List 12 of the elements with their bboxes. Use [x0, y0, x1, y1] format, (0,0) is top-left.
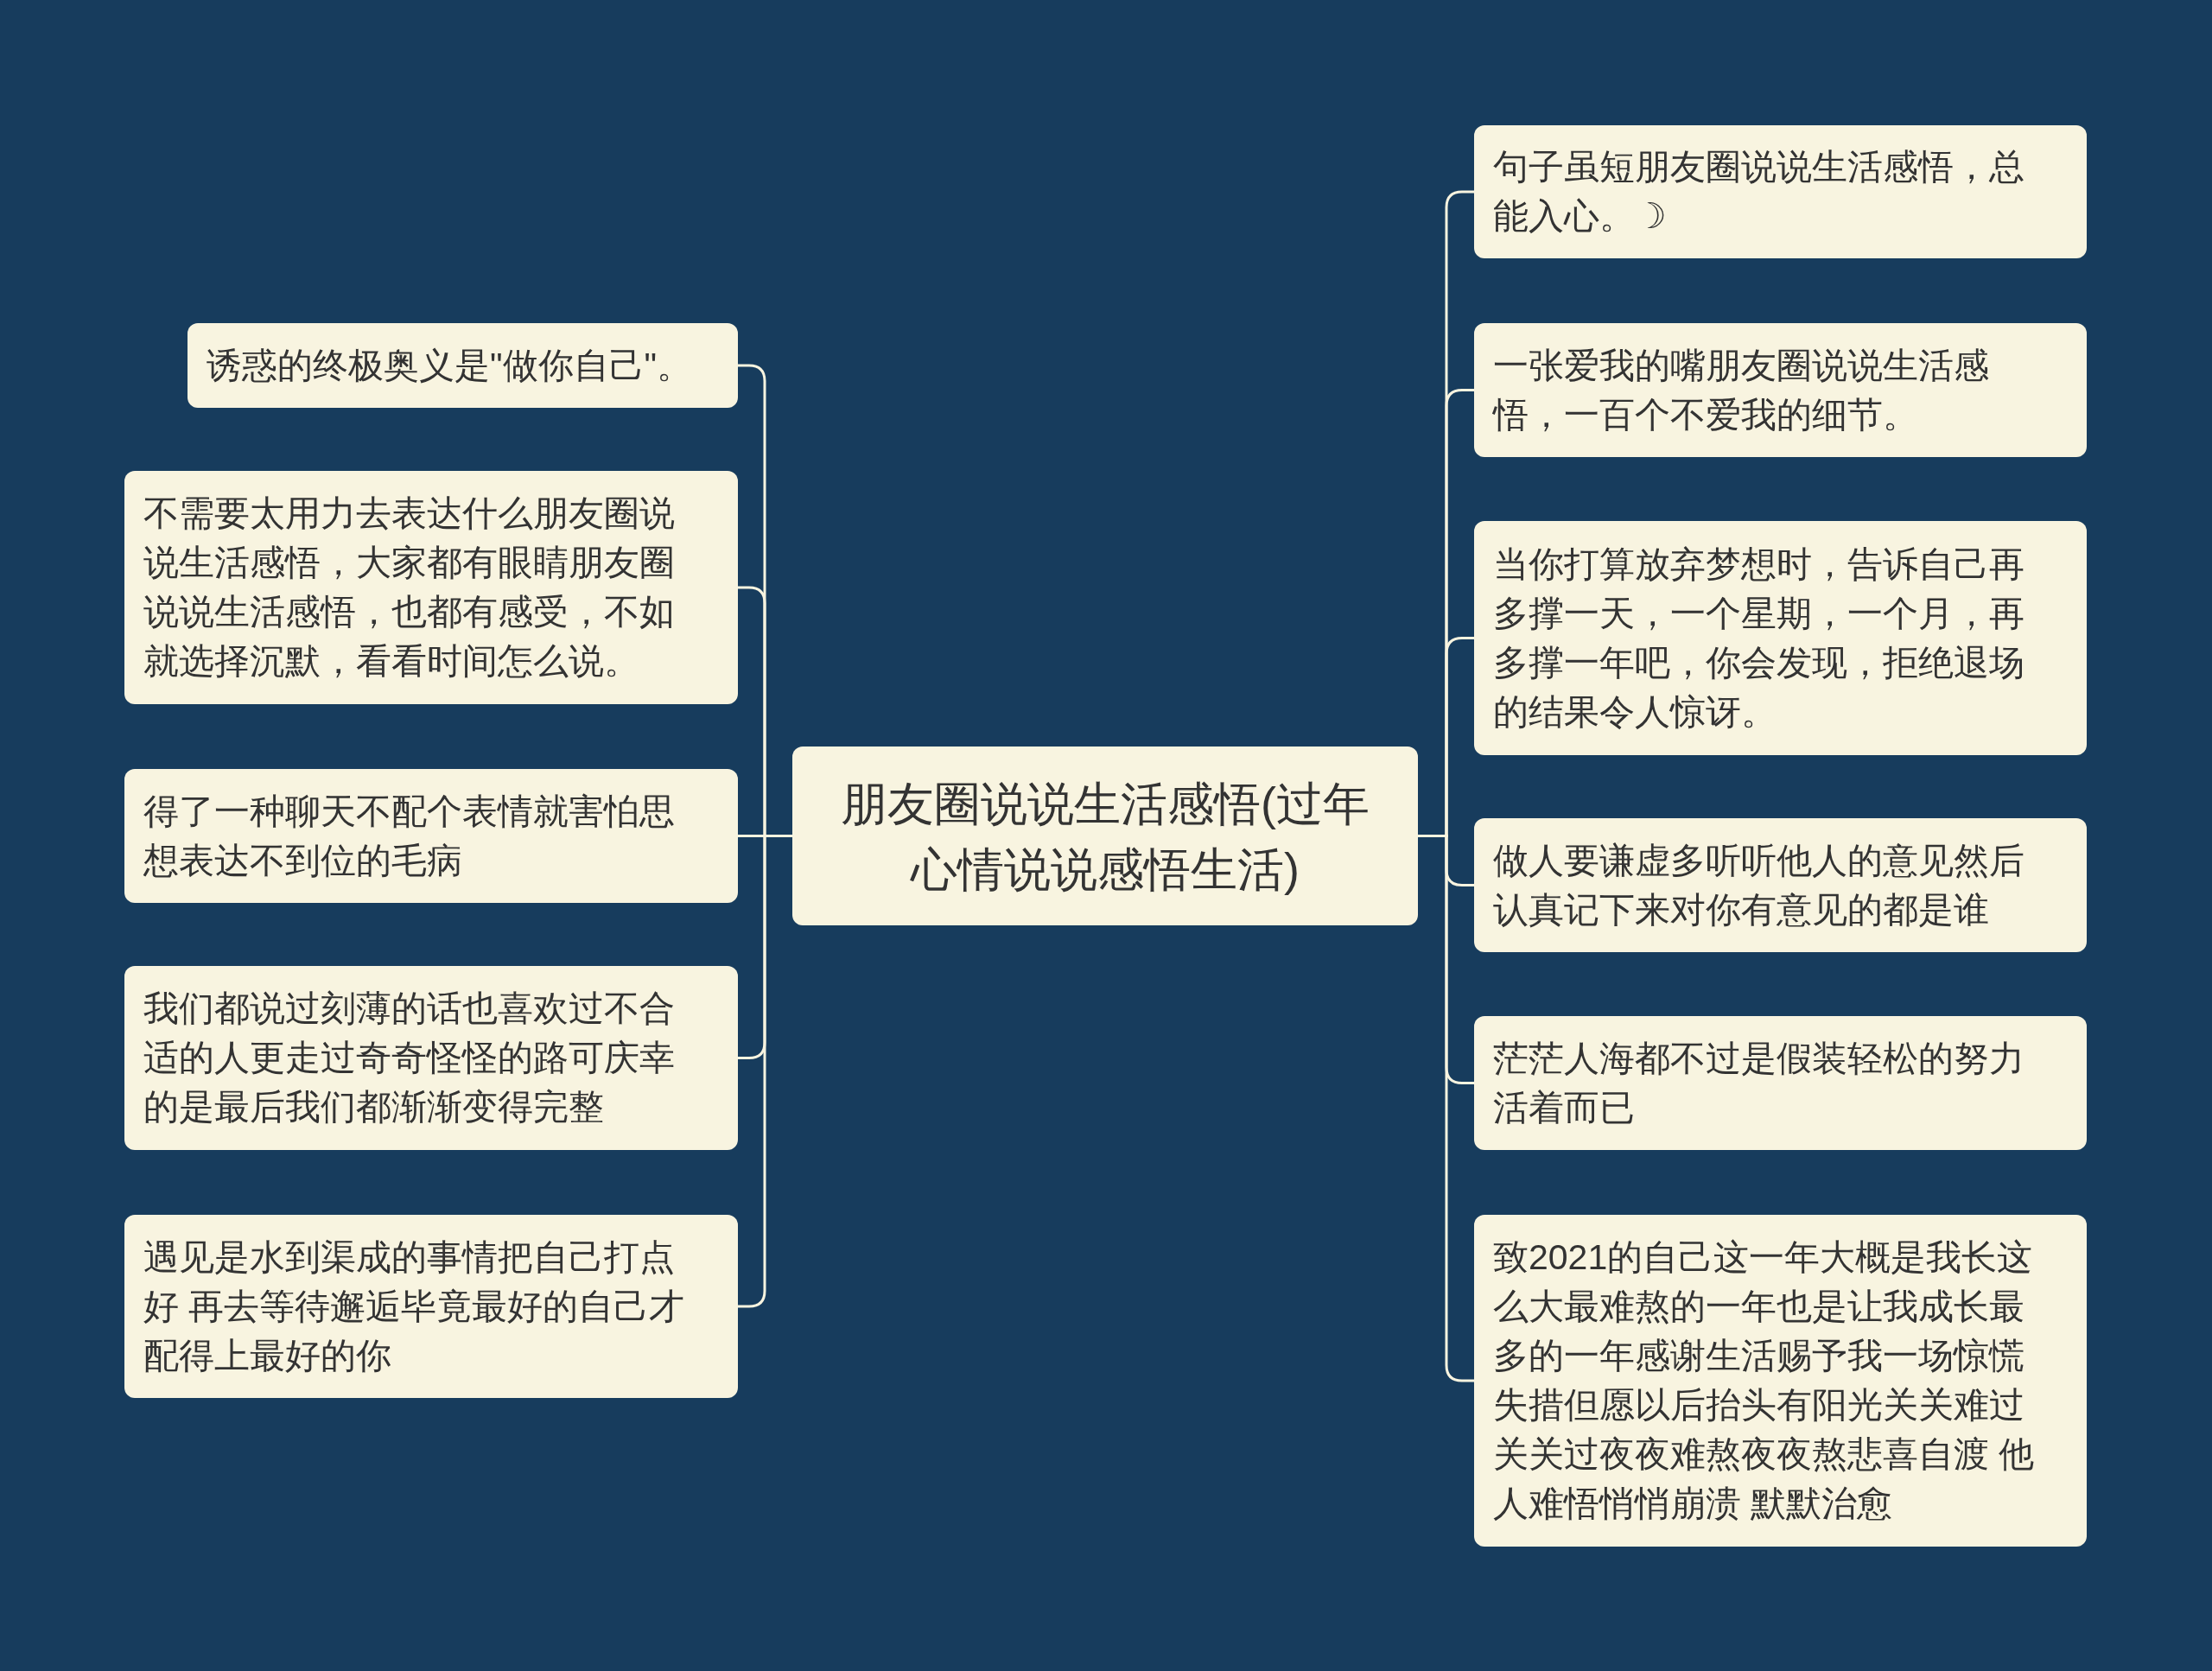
idea-box: 得了一种聊天不配个表情就害怕思想表达不到位的毛病 [124, 769, 738, 903]
idea-box: 做人要谦虚多听听他人的意见然后认真记下来对你有意见的都是谁 [1474, 818, 2087, 952]
topic-box: 朋友圈说说生活感悟(过年心情说说感悟生活) [792, 747, 1418, 925]
idea-box: 我们都说过刻薄的话也喜欢过不合适的人更走过奇奇怪怪的路可庆幸的是最后我们都渐渐变得完整 [124, 966, 738, 1150]
idea-box: 当你打算放弃梦想时，告诉自己再多撑一天，一个星期，一个月，再多撑一年吧，你会发现，拒绝退场的结果令人惊讶。 [1474, 521, 2087, 755]
idea-box: 一张爱我的嘴朋友圈说说生活感悟，一百个不爱我的细节。 [1474, 323, 2087, 457]
idea-box: 诱惑的终极奥义是"做你自己"。 [188, 323, 738, 408]
idea-box: 句子虽短朋友圈说说生活感悟，总能入心。☽ [1474, 125, 2087, 258]
idea-box: 遇见是水到渠成的事情把自己打点好 再去等待邂逅毕竟最好的自己才配得上最好的你 [124, 1215, 738, 1398]
idea-box: 致2021的自己这一年大概是我长这么大最难熬的一年也是让我成长最多的一年感谢生活赐予我一场惊慌失措但愿以后抬头有阳光关关难过关关过夜夜难熬夜夜熬悲喜自渡 他人难悟悄悄崩溃 默默治愈 [1474, 1215, 2087, 1547]
idea-box: 不需要太用力去表达什么朋友圈说说生活感悟，大家都有眼睛朋友圈说说生活感悟，也都有感受，不如就选择沉默，看看时间怎么说。 [124, 471, 738, 704]
idea-box: 茫茫人海都不过是假装轻松的努力活着而已 [1474, 1016, 2087, 1150]
